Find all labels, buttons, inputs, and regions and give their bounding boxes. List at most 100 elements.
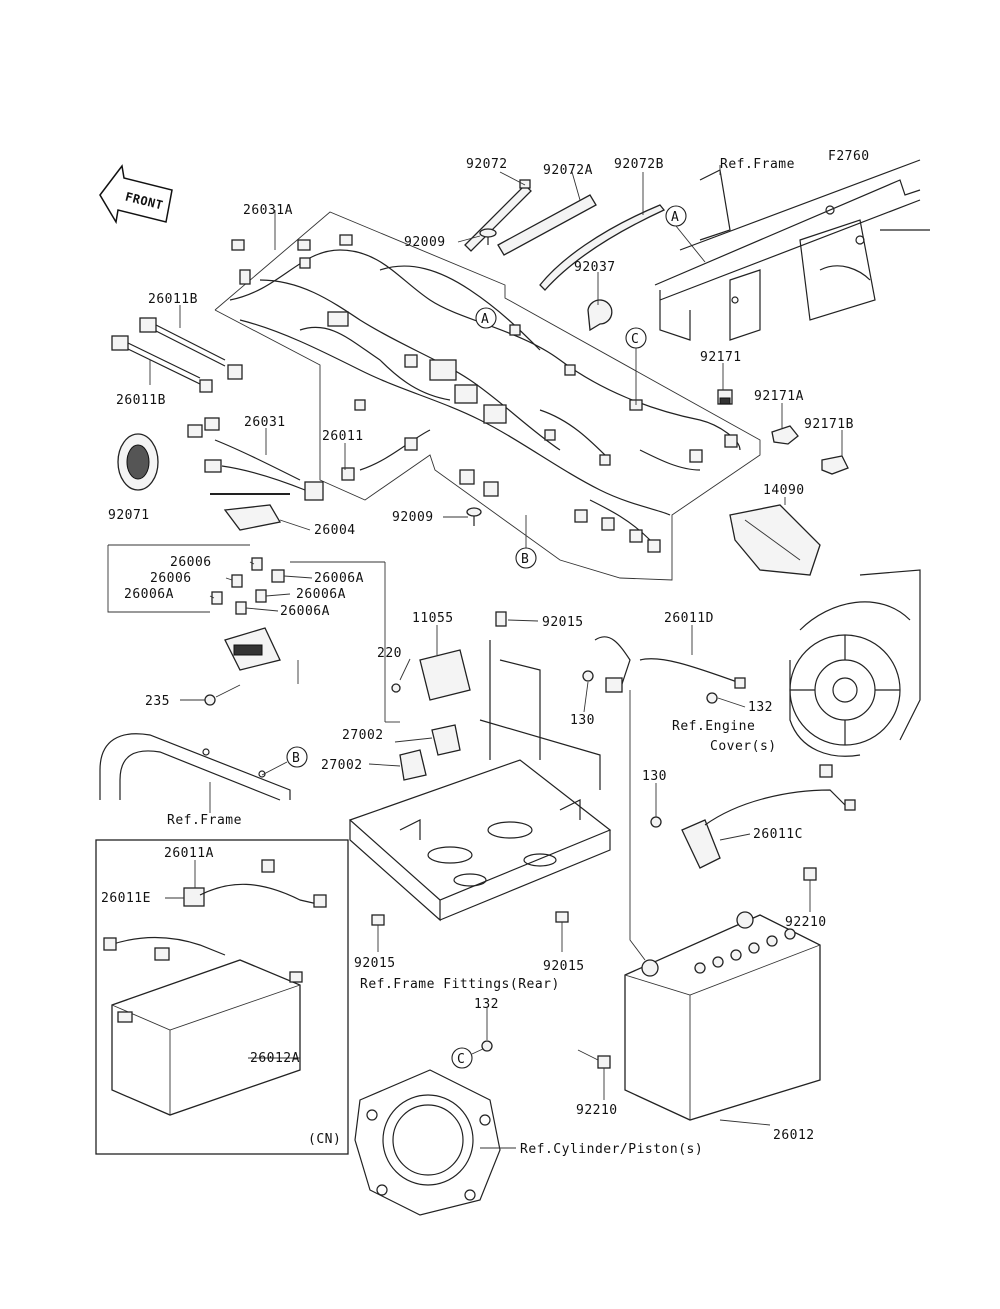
bolt-130-a — [582, 670, 594, 682]
label-26011E: 26011E — [101, 891, 151, 906]
label-ref-frame-mid: Ref.Frame — [167, 813, 242, 828]
battery-tray — [348, 640, 612, 922]
label-26006A-4: 26006A — [280, 604, 330, 619]
cable-26011C — [681, 764, 856, 869]
label-92171A: 92171A — [754, 389, 804, 404]
label-220: 220 — [377, 646, 402, 661]
leader-lines — [149, 165, 843, 1149]
label-26031: 26031 — [244, 415, 286, 430]
cable-26011D — [594, 636, 746, 693]
nut-92210-b — [577, 1049, 611, 1069]
clip-92009-top — [479, 228, 497, 245]
sub-harness-26011B-bottom — [111, 335, 213, 393]
frame-top-right — [654, 159, 930, 341]
label-26006A-2: 26006A — [124, 587, 174, 602]
bolt-130-b — [650, 816, 662, 828]
relay-box — [224, 627, 281, 671]
label-26012: 26012 — [773, 1128, 815, 1143]
callout-a-harness: A — [475, 307, 497, 329]
label-cn: (CN) — [308, 1132, 341, 1147]
label-92171B: 92171B — [804, 417, 854, 432]
cn-variant-box — [95, 839, 349, 1155]
clip-92009-mid — [466, 507, 482, 526]
label-130-a: 130 — [570, 713, 595, 728]
label-27002-b: 27002 — [321, 758, 363, 773]
frame-mid-left — [99, 733, 291, 801]
label-92071: 92071 — [108, 508, 150, 523]
label-132-b: 132 — [474, 997, 499, 1012]
part-labels: 92072 92072A 92072B Ref.Frame 26031A 920… — [101, 157, 854, 1157]
clip-92015-right — [555, 911, 569, 923]
cover-14090 — [729, 504, 821, 576]
label-26004: 26004 — [314, 523, 356, 538]
label-26006-2: 26006 — [150, 571, 192, 586]
label-92072B: 92072B — [614, 157, 664, 172]
cable-tie-92072B — [539, 204, 666, 291]
svg-text:C: C — [631, 332, 639, 347]
clamp-92037 — [587, 299, 613, 332]
svg-text:A: A — [671, 210, 679, 225]
clip-92015-left — [371, 914, 385, 926]
label-92009-top: 92009 — [404, 235, 446, 250]
svg-text:B: B — [292, 751, 300, 766]
label-ref-cylinder: Ref.Cylinder/Piston(s) — [520, 1142, 703, 1157]
clamp-92171A — [771, 425, 799, 445]
fuse-26006 — [211, 557, 285, 615]
label-26011B-top: 26011B — [148, 292, 198, 307]
clamp-92171B — [821, 455, 849, 475]
front-arrow-icon: FRONT — [99, 164, 173, 225]
sub-harness-26011B-top — [139, 317, 243, 380]
label-ref-frame-top: Ref.Frame — [720, 157, 795, 172]
label-92015-top: 92015 — [542, 615, 584, 630]
bracket-11055 — [391, 649, 471, 701]
clamp-92171 — [717, 389, 733, 405]
label-92015-left: 92015 — [354, 956, 396, 971]
label-26006A-1: 26006A — [314, 571, 364, 586]
label-26011B-bottom: 26011B — [116, 393, 166, 408]
fuse-box-26004 — [210, 493, 290, 531]
callout-b-frame: B — [261, 746, 308, 776]
label-26006A-3: 26006A — [296, 587, 346, 602]
bolt-235 — [204, 684, 241, 706]
bolt-132-b — [481, 1020, 493, 1052]
label-27002-a: 27002 — [342, 728, 384, 743]
callout-b-harness: B — [515, 515, 537, 569]
label-92015-right: 92015 — [543, 959, 585, 974]
clip-92015-top — [495, 611, 507, 627]
label-92210-b: 92210 — [576, 1103, 618, 1118]
cylinder-bottom — [354, 1069, 501, 1216]
label-92009-mid: 92009 — [392, 510, 434, 525]
cable-tie-92072A — [497, 194, 597, 256]
label-26011A: 26011A — [164, 846, 214, 861]
label-ref-engine: Ref.Engine — [672, 719, 755, 734]
label-26012A: 26012A — [250, 1051, 300, 1066]
label-132-a: 132 — [748, 700, 773, 715]
label-engine-cover: Cover(s) — [710, 739, 777, 754]
label-92072: 92072 — [466, 157, 508, 172]
label-26031A: 26031A — [243, 203, 293, 218]
nut-92210-a — [803, 867, 817, 881]
callout-c-harness: C — [625, 327, 647, 405]
battery-26012 — [624, 690, 821, 1121]
svg-text:B: B — [521, 552, 529, 567]
label-92210-a: 92210 — [785, 915, 827, 930]
relay-27002-a — [431, 724, 461, 756]
grommet-92071 — [117, 433, 159, 491]
label-92072A: 92072A — [543, 163, 593, 178]
label-92037: 92037 — [574, 260, 616, 275]
svg-text:A: A — [481, 312, 489, 327]
callout-a-frame: A — [665, 205, 706, 263]
relay-27002-b — [399, 749, 427, 781]
label-26011: 26011 — [322, 429, 364, 444]
label-92171: 92171 — [700, 350, 742, 365]
figure-code: F2760 — [828, 149, 870, 164]
label-235: 235 — [145, 694, 170, 709]
sub-harness-26031 — [187, 417, 324, 501]
harness-connectors — [231, 234, 738, 553]
fuse-group-outline — [107, 544, 400, 723]
bolt-132-a — [706, 692, 718, 704]
svg-text:C: C — [457, 1052, 465, 1067]
label-26011D: 26011D — [664, 611, 714, 626]
label-14090: 14090 — [763, 483, 805, 498]
